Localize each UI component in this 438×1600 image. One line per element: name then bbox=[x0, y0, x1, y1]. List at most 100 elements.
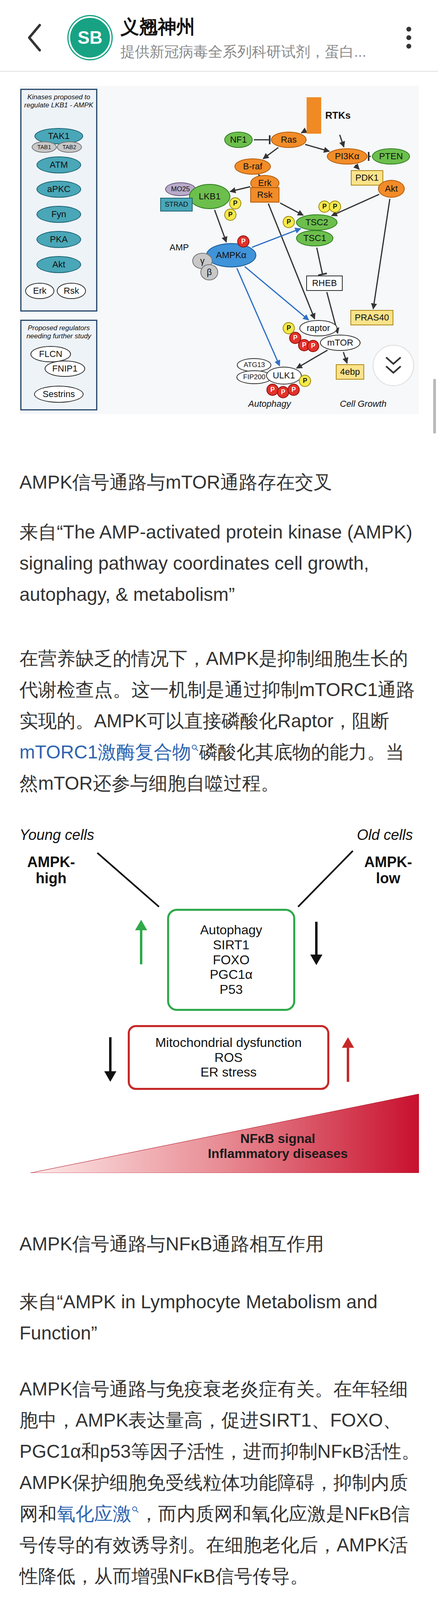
protein-oval: LKB1 bbox=[188, 184, 231, 210]
ampk-level-label: AMPK- high bbox=[24, 854, 78, 888]
node-text: P bbox=[322, 203, 327, 211]
node-text: Sestrins bbox=[42, 389, 75, 400]
node-text: PTEN bbox=[379, 151, 404, 162]
node-text: P bbox=[311, 342, 316, 350]
kinase-oval: aPKC bbox=[36, 180, 82, 198]
node-text: raptor bbox=[306, 323, 330, 334]
signal-connector bbox=[263, 147, 279, 159]
regulator-oval: Sestrins bbox=[34, 386, 84, 404]
protein-oval: NF1 bbox=[224, 131, 253, 149]
protein-oval: PI3Kα bbox=[326, 148, 368, 166]
regulator-panel: Proposed regulators needing further stud… bbox=[20, 319, 98, 411]
node-text: PI3Kα bbox=[334, 151, 360, 162]
signal-connector bbox=[304, 144, 330, 152]
signal-connector bbox=[355, 165, 360, 170]
decrease-arrow bbox=[310, 922, 323, 967]
node-text: P bbox=[228, 211, 233, 219]
protein-box: 4ebp bbox=[335, 364, 365, 380]
signal-connector bbox=[316, 247, 327, 276]
phospho-site: P bbox=[307, 340, 320, 353]
node-text: TSC2 bbox=[305, 217, 329, 228]
receptor-box: RTKs bbox=[306, 97, 360, 134]
signal-connector bbox=[373, 199, 390, 310]
search-icon bbox=[191, 744, 200, 753]
menu-dots bbox=[406, 26, 412, 49]
wedge-shape bbox=[30, 1095, 419, 1175]
brand-logo: SB bbox=[68, 16, 112, 60]
connector-line bbox=[301, 130, 306, 134]
node-text: NFκB signal Inflammatory diseases bbox=[200, 1132, 355, 1163]
signal-connector bbox=[229, 186, 251, 192]
node-text: Mitochondrial dysfunction bbox=[155, 1036, 302, 1052]
node-text: STRAD bbox=[164, 200, 189, 209]
scroll-button bbox=[373, 345, 414, 387]
kinase-oval: Erk bbox=[25, 283, 55, 300]
connector-line bbox=[355, 165, 360, 170]
signal-connector bbox=[253, 135, 270, 145]
connector-line bbox=[339, 135, 344, 148]
kinase-oval: Fyn bbox=[36, 206, 82, 224]
back-arrow bbox=[29, 25, 40, 51]
cell-age-label: Young cells bbox=[19, 827, 95, 845]
node-text: RHEB bbox=[311, 278, 337, 289]
cell-age-label: Old cells bbox=[356, 827, 413, 845]
phospho-site: P bbox=[266, 384, 279, 397]
kinase-oval: ATM bbox=[36, 156, 82, 174]
connector-line bbox=[296, 350, 328, 369]
leader-line bbox=[97, 853, 159, 908]
node-text: Ras bbox=[280, 134, 297, 145]
account-subtitle: 提供新冠病毒全系列科研试剂，蛋白... bbox=[120, 42, 367, 63]
subunit-oval: TAB2 bbox=[56, 141, 82, 154]
node-text: ATM bbox=[49, 159, 69, 170]
node-text: TAB1 bbox=[37, 143, 52, 151]
connector-line bbox=[263, 147, 279, 159]
connector-line bbox=[236, 268, 280, 367]
node-text: B-raf bbox=[242, 161, 263, 172]
node-text: ULK1 bbox=[272, 370, 295, 381]
scrollbar bbox=[433, 379, 436, 434]
node-text: Akt bbox=[384, 183, 398, 194]
node-text: LKB1 bbox=[198, 191, 221, 202]
protein-box: RHEB bbox=[306, 275, 343, 292]
node-text: MO25 bbox=[171, 185, 190, 194]
node-text: FIP200 bbox=[243, 373, 266, 382]
process-label: Cell Growth bbox=[339, 399, 387, 410]
connector-line bbox=[373, 199, 390, 310]
figure-caption: AMPK信号通路与mTOR通路存在交叉 bbox=[19, 467, 333, 499]
node-text: γ bbox=[200, 255, 205, 267]
node-text: mTOR bbox=[327, 337, 354, 348]
signal-connector bbox=[236, 268, 280, 367]
molecule-label: AMP bbox=[169, 242, 189, 254]
figure-caption: AMPK信号通路与NFκB通路相互作用 bbox=[19, 1229, 325, 1261]
protein-oval: mTOR bbox=[319, 334, 361, 352]
protein-oval: TSC1 bbox=[296, 230, 334, 247]
keyword-link: mTORC1激酶复合物 bbox=[19, 742, 192, 764]
increase-arrow bbox=[341, 1038, 355, 1083]
protein-oval: Ras bbox=[270, 131, 307, 149]
node-text: Autophagy bbox=[199, 923, 262, 939]
node-text: SIRT1 bbox=[212, 938, 250, 954]
node-text: P bbox=[281, 388, 286, 397]
node-text: PDK1 bbox=[355, 172, 379, 183]
node-text: P bbox=[233, 199, 238, 208]
node-text: β bbox=[206, 267, 213, 278]
connector-line bbox=[304, 144, 330, 152]
stress-box: Mitochondrial dysfunctionROSER stress bbox=[127, 1026, 330, 1091]
node-text: P bbox=[270, 386, 275, 394]
source-citation: 来自“AMPK in Lymphocyte Metabolism and Fun… bbox=[19, 1287, 421, 1351]
phospho-site: P bbox=[224, 208, 237, 222]
node-text: Rsk bbox=[63, 285, 80, 297]
node-text: P bbox=[286, 324, 292, 333]
protein-oval: ULK1 bbox=[266, 367, 302, 385]
node-text: FOXO bbox=[212, 953, 250, 969]
decrease-arrow bbox=[104, 1038, 117, 1083]
body-paragraph: 在营养缺乏的情况下，AMPK是抑制细胞生长的代谢检查点。这一机制是通过抑制mTO… bbox=[19, 643, 421, 800]
connector-line bbox=[343, 352, 348, 364]
node-text: P bbox=[286, 218, 292, 226]
figure-background bbox=[19, 85, 419, 415]
node-text: 4ebp bbox=[340, 367, 361, 378]
protein-oval: TSC2 bbox=[296, 214, 338, 232]
protein-oval: raptor bbox=[299, 320, 338, 338]
node-text: TSC1 bbox=[303, 233, 327, 244]
